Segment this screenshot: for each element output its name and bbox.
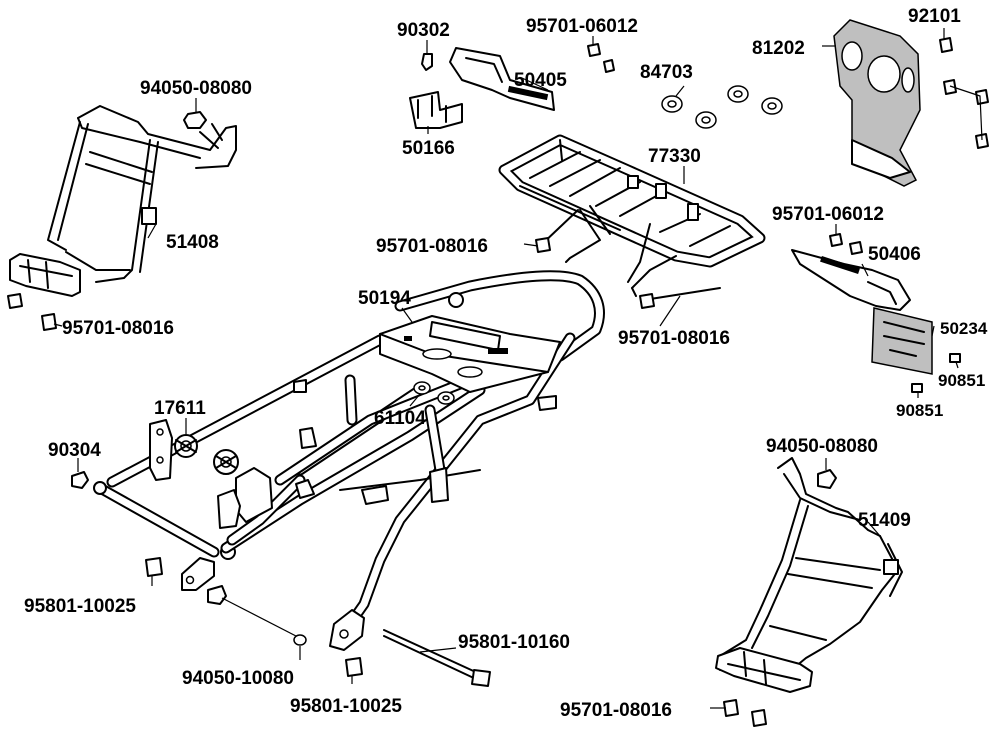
- right-footrest-frame-51409: [715, 457, 903, 693]
- main-frame-50194: [93, 270, 605, 651]
- washer-61104: [413, 381, 455, 405]
- label-94050-10080: 94050-10080: [182, 668, 294, 689]
- label-95701-08016-left: 95701-08016: [62, 318, 174, 339]
- rubber-bushing-17611: [174, 434, 239, 475]
- label-61104: 61104: [374, 408, 426, 429]
- grab-handle-50405: [449, 47, 555, 111]
- label-95801-10025-left: 95801-10025: [24, 596, 136, 617]
- label-51408: 51408: [166, 232, 219, 253]
- label-95701-08016-bottom: 95701-08016: [560, 700, 672, 721]
- license-bracket-81202: [833, 19, 921, 187]
- label-90851-a: 90851: [938, 371, 985, 390]
- label-95701-08016-carrier-right: 95701-08016: [618, 328, 730, 349]
- grommet-84703: [661, 85, 783, 129]
- label-17611: 17611: [154, 398, 206, 419]
- part-number-labels: 90302 95701-06012 50405 84703 81202 9210…: [24, 6, 988, 721]
- label-95701-08016-carrier-left: 95701-08016: [376, 236, 488, 257]
- label-90302: 90302: [397, 20, 450, 41]
- label-50406: 50406: [868, 244, 921, 265]
- fasteners: [7, 37, 989, 727]
- label-77330: 77330: [648, 146, 701, 167]
- bracket-50166: [409, 91, 463, 129]
- label-90304: 90304: [48, 440, 101, 461]
- label-50194: 50194: [358, 288, 411, 309]
- label-94050-08080-right: 94050-08080: [766, 436, 878, 457]
- id-plate-50234: [871, 307, 933, 375]
- label-50405: 50405: [514, 70, 567, 91]
- left-footrest-frame-51408: [9, 105, 237, 297]
- label-95701-06012-top: 95701-06012: [526, 16, 638, 37]
- label-81202: 81202: [752, 38, 805, 59]
- grab-handle-50406: [791, 249, 911, 311]
- rear-carrier-77330: [498, 134, 766, 297]
- label-50166: 50166: [402, 138, 455, 159]
- label-51409: 51409: [858, 510, 911, 531]
- label-50234: 50234: [940, 319, 988, 338]
- label-94050-08080-left: 94050-08080: [140, 78, 252, 99]
- label-92101: 92101: [908, 6, 961, 27]
- label-95801-10160: 95801-10160: [458, 632, 570, 653]
- leader-lines: [53, 28, 959, 709]
- label-95701-06012-right: 95701-06012: [772, 204, 884, 225]
- label-90851-b: 90851: [896, 401, 943, 420]
- label-84703: 84703: [640, 62, 693, 83]
- label-95801-10025-bottom: 95801-10025: [290, 696, 402, 717]
